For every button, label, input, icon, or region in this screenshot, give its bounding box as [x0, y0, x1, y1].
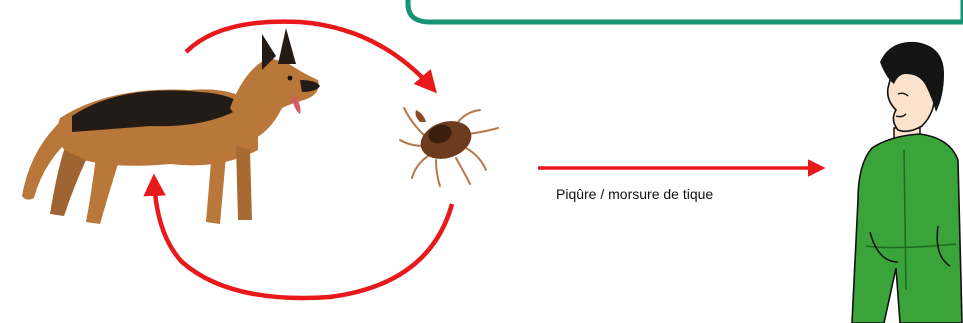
dog-icon: [22, 28, 320, 224]
arrow-tick-to-dog: [154, 178, 452, 298]
tick-icon: [400, 108, 498, 186]
bite-caption: Piqûre / morsure de tique: [556, 186, 713, 202]
top-banner: [408, 0, 963, 22]
person-icon: [852, 42, 962, 323]
